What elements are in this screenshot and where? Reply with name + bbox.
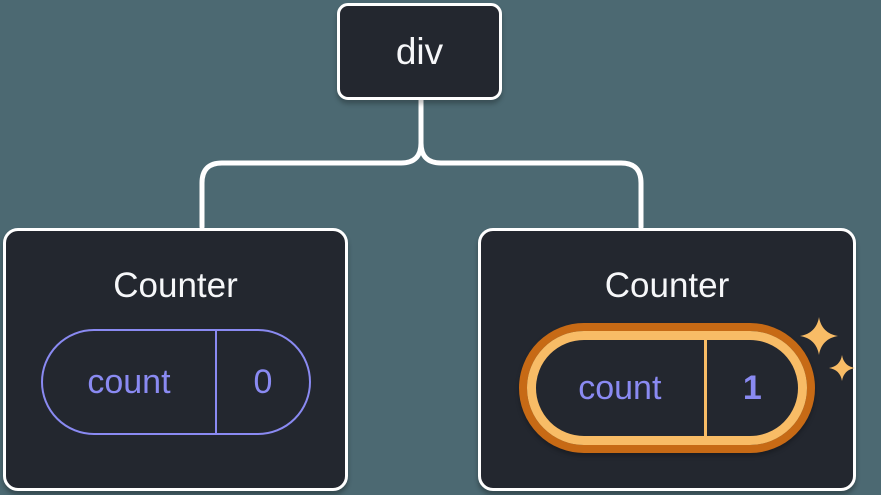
component-title: Counter [604,266,730,305]
state-key: count [578,368,662,407]
state-pill-divider [215,331,218,433]
sparkles-icon [800,317,855,381]
tree-node-div-label: div [395,30,444,72]
component-title: Counter [113,266,238,305]
tree-node-div: div [337,3,502,100]
state-pill: count 0 [40,329,311,435]
state-value: 1 [742,368,762,407]
component-card-counter-second: Counter count 1 [478,228,856,491]
state-key: count [87,362,171,401]
component-card-counter-first: Counter count 0 [3,228,348,491]
state-pill-highlight-ring: count 1 [527,331,807,445]
state-pill-divider [703,340,707,436]
state-value: 0 [253,362,273,401]
state-pill-highlighted: count 1 [519,323,815,453]
